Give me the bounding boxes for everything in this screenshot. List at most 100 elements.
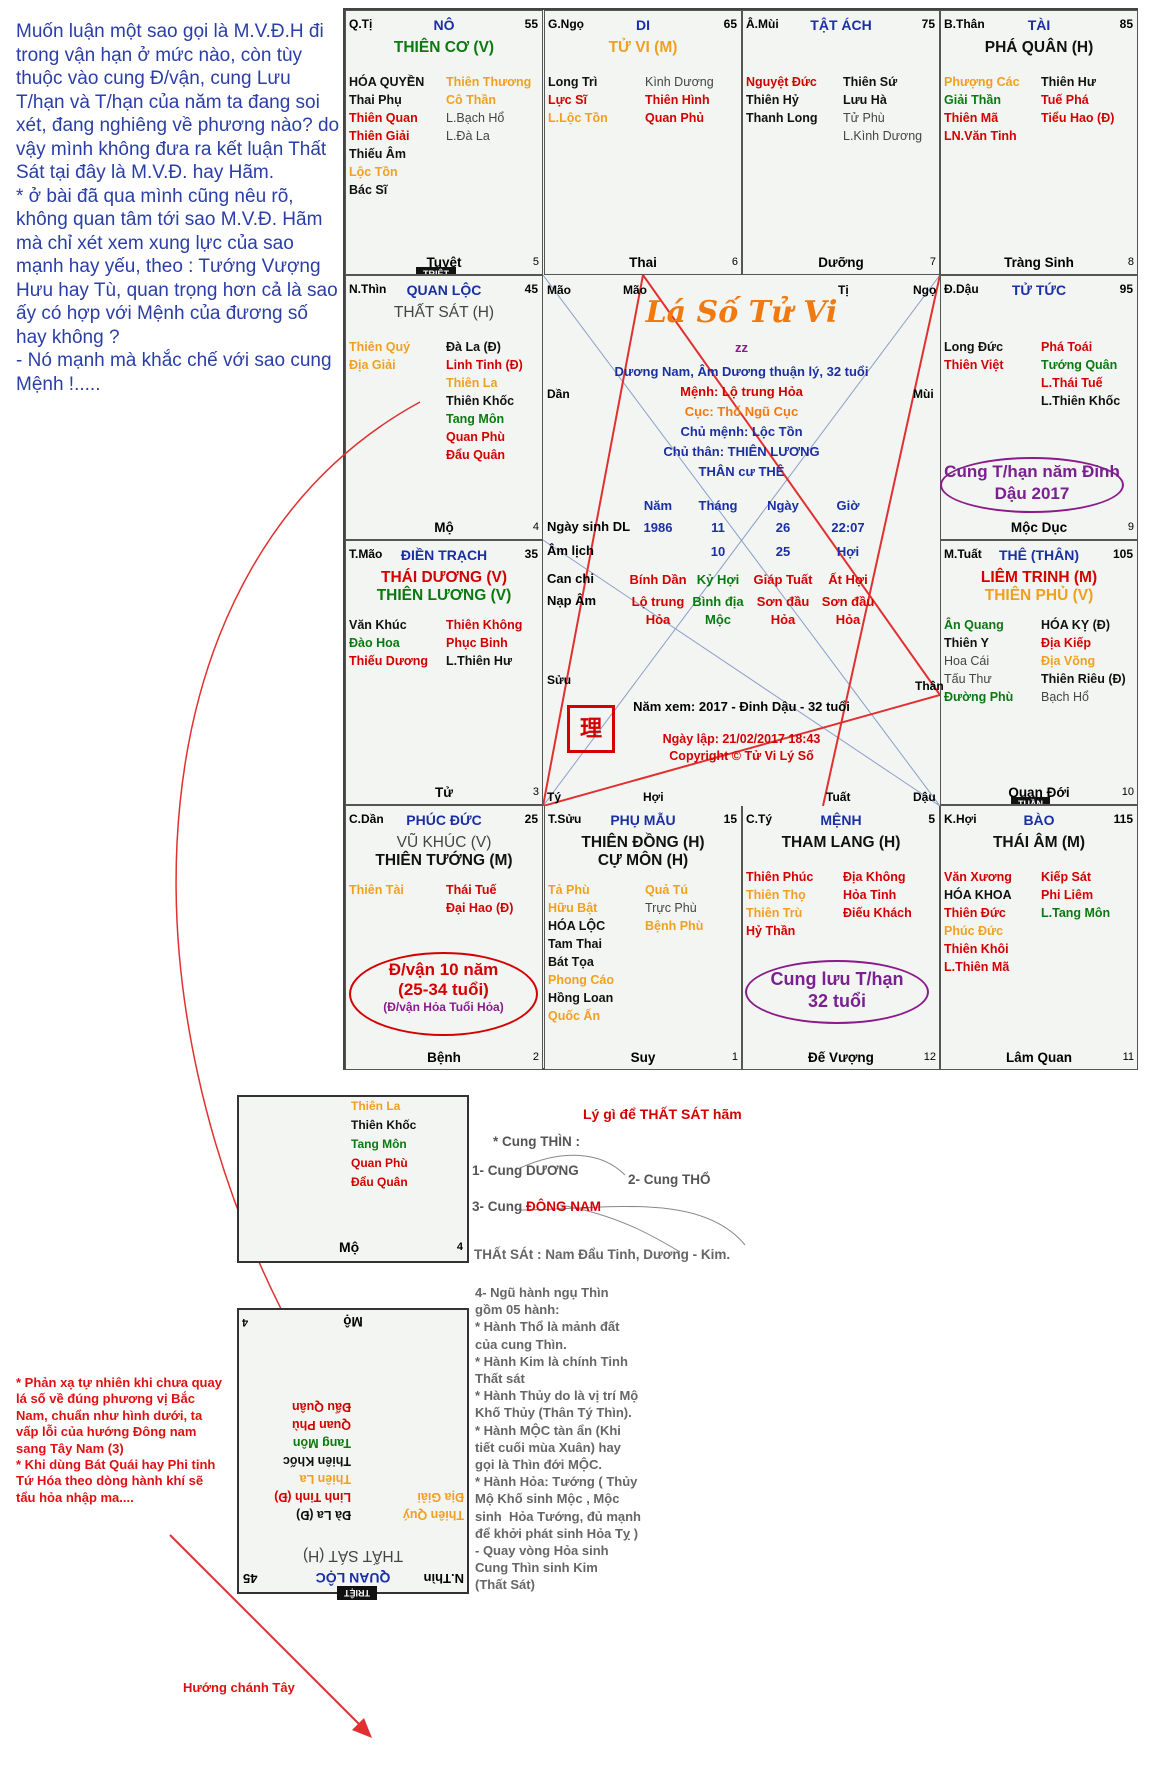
minor-star: Thái Tuế (446, 883, 497, 897)
excerpt-star: Quan Phù (351, 1156, 408, 1170)
minor-star: Long Đức (944, 340, 1004, 354)
minor-star: Địa Giải (349, 358, 396, 372)
palace-stage: Lâm Quan (1005, 1050, 1072, 1065)
minor-star: Tướng Quân (1041, 358, 1118, 372)
palace-stage: Mộc Dục (1010, 520, 1068, 535)
info-line: Dương Nam, Âm Dương thuận lý, 32 tuổi (614, 364, 869, 379)
minor-star: Phượng Các (944, 75, 1020, 89)
curved-arrow (175, 401, 421, 1346)
minor-star: Thiếu Dương (349, 654, 429, 668)
intro-text: Muốn luận một sao gọi là M.V.Đ.H đi tron… (16, 21, 340, 395)
minor-star: Phong Cáo (548, 973, 614, 987)
main-stars: VŨ KHÚC (V)THIÊN TƯỚNG (M) (346, 834, 542, 870)
palace-name: THÊ (THÂN) (998, 547, 1080, 563)
main-star: THAM LANG (H) (781, 834, 901, 851)
info-line: Mệnh: Lộ trung Hỏa (680, 384, 803, 399)
dir-label: Mão (623, 283, 647, 297)
minor-star: Quan Phủ (645, 111, 705, 125)
palace-name: PHỤ MẪU (610, 812, 676, 828)
excerpt-foot: Mộ (339, 1239, 360, 1255)
grid-value: Ngày (767, 498, 799, 513)
minor-star: Phi Liêm (1041, 888, 1094, 902)
main-star: THIÊN PHỦ (V) (984, 587, 1094, 604)
center-lines (543, 275, 940, 806)
minor-star: Tuế Phá (1041, 93, 1089, 107)
palace-number: 7 (929, 256, 936, 268)
flip-star: Đẩu Quân (291, 1400, 351, 1414)
dir-label: Ngọ (913, 283, 937, 297)
grid-value: 1986 (643, 520, 673, 535)
row-label: Âm lịch (547, 543, 594, 558)
minor-star: L.Thiên Hư (446, 654, 512, 668)
minor-star: Linh Tinh (Đ) (446, 358, 523, 372)
palace-age: 15 (723, 812, 737, 826)
palace-badge: TUẦN (1011, 797, 1050, 804)
oval-text: 32 tuổi (807, 991, 866, 1011)
date-made: Ngày lập: 21/02/2017 18:43 (662, 732, 821, 746)
minor-star: Văn Xương (944, 870, 1012, 884)
minor-star: Tấu Thư (944, 672, 992, 686)
minor-star: Kình Dương (645, 75, 714, 89)
diag-line (543, 275, 940, 806)
dir-label: Thân (915, 679, 944, 693)
minor-star: Thiên Riêu (Đ) (1041, 672, 1126, 686)
triangle-red (543, 275, 940, 806)
dir-label: Tị (838, 283, 849, 297)
stars-left: Thiên Tài (349, 881, 445, 899)
minor-star: Long Trì (548, 75, 598, 89)
grid-value: 10 (710, 544, 726, 559)
grid-value: Tháng (698, 498, 738, 513)
item-3: 3- Cung ĐÔNG NAM (472, 1199, 601, 1214)
minor-star: HÓA LỘC (548, 919, 606, 933)
oval-dai-van: Đ/vận 10 năm (25-34 tuổi) (Đ/vận Hỏa Tuổ… (349, 952, 538, 1036)
palace-stage: Tuyệt (426, 255, 462, 270)
main-star: THIÊN LƯƠNG (V) (376, 587, 512, 604)
main-star: TỬ VI (M) (608, 39, 678, 56)
minor-star: Cô Thần (446, 93, 496, 107)
triangle-red-2 (822, 275, 940, 806)
palace-name: TÀI (1027, 17, 1051, 33)
ngu-hanh-text: 4- Ngũ hành ngụ Thìn gồm 05 hành: * Hành… (475, 1285, 641, 1593)
minor-star: Thiên Sứ (843, 75, 898, 89)
main-star: VŨ KHÚC (V) (396, 834, 492, 851)
minor-star: Điếu Khách (843, 906, 912, 920)
main-stars: THAM LANG (H) (743, 834, 939, 852)
minor-star: Đại Hao (Đ) (446, 901, 514, 915)
minor-star: L.Tang Môn (1041, 906, 1111, 920)
palace-name: MỆNH (820, 812, 862, 828)
minor-star: Thai Phụ (349, 93, 402, 107)
main-stars: THIÊN CƠ (V) (346, 39, 542, 57)
main-star: THÁI DƯƠNG (V) (381, 569, 507, 586)
minor-star: HÓA KHOA (944, 888, 1012, 902)
oval-text: (25-34 tuổi) (398, 980, 489, 999)
palace-number: 10 (1121, 786, 1134, 798)
flip-star: Quan Phù (291, 1418, 351, 1432)
flip-star: Địa Giải (417, 1490, 464, 1504)
minor-star: Hữu Bật (548, 901, 598, 915)
flip-star: Linh Tinh (Đ) (274, 1490, 351, 1504)
minor-star: Thiên Quý (349, 340, 411, 354)
palace-age: 45 (524, 282, 538, 296)
minor-star: HÓA KỴ (Đ) (1041, 618, 1110, 632)
grid-value: 26 (775, 520, 791, 535)
minor-star: Bát Tọa (548, 955, 594, 969)
flip-star: Thiên La (299, 1472, 351, 1486)
excerpt-star: Tang Môn (351, 1137, 407, 1151)
excerpt-star: Đẩu Quân (351, 1175, 408, 1189)
minor-star: Thiên Đức (944, 906, 1006, 920)
excerpt-star: Thiên La (351, 1099, 401, 1113)
palace-stem: Đ.Dậu (944, 282, 979, 296)
grid-value: Ất Hợi (828, 572, 868, 587)
main-star: LIÊM TRINH (M) (980, 569, 1098, 586)
grid-value: Bình địa Mộc (692, 594, 744, 627)
